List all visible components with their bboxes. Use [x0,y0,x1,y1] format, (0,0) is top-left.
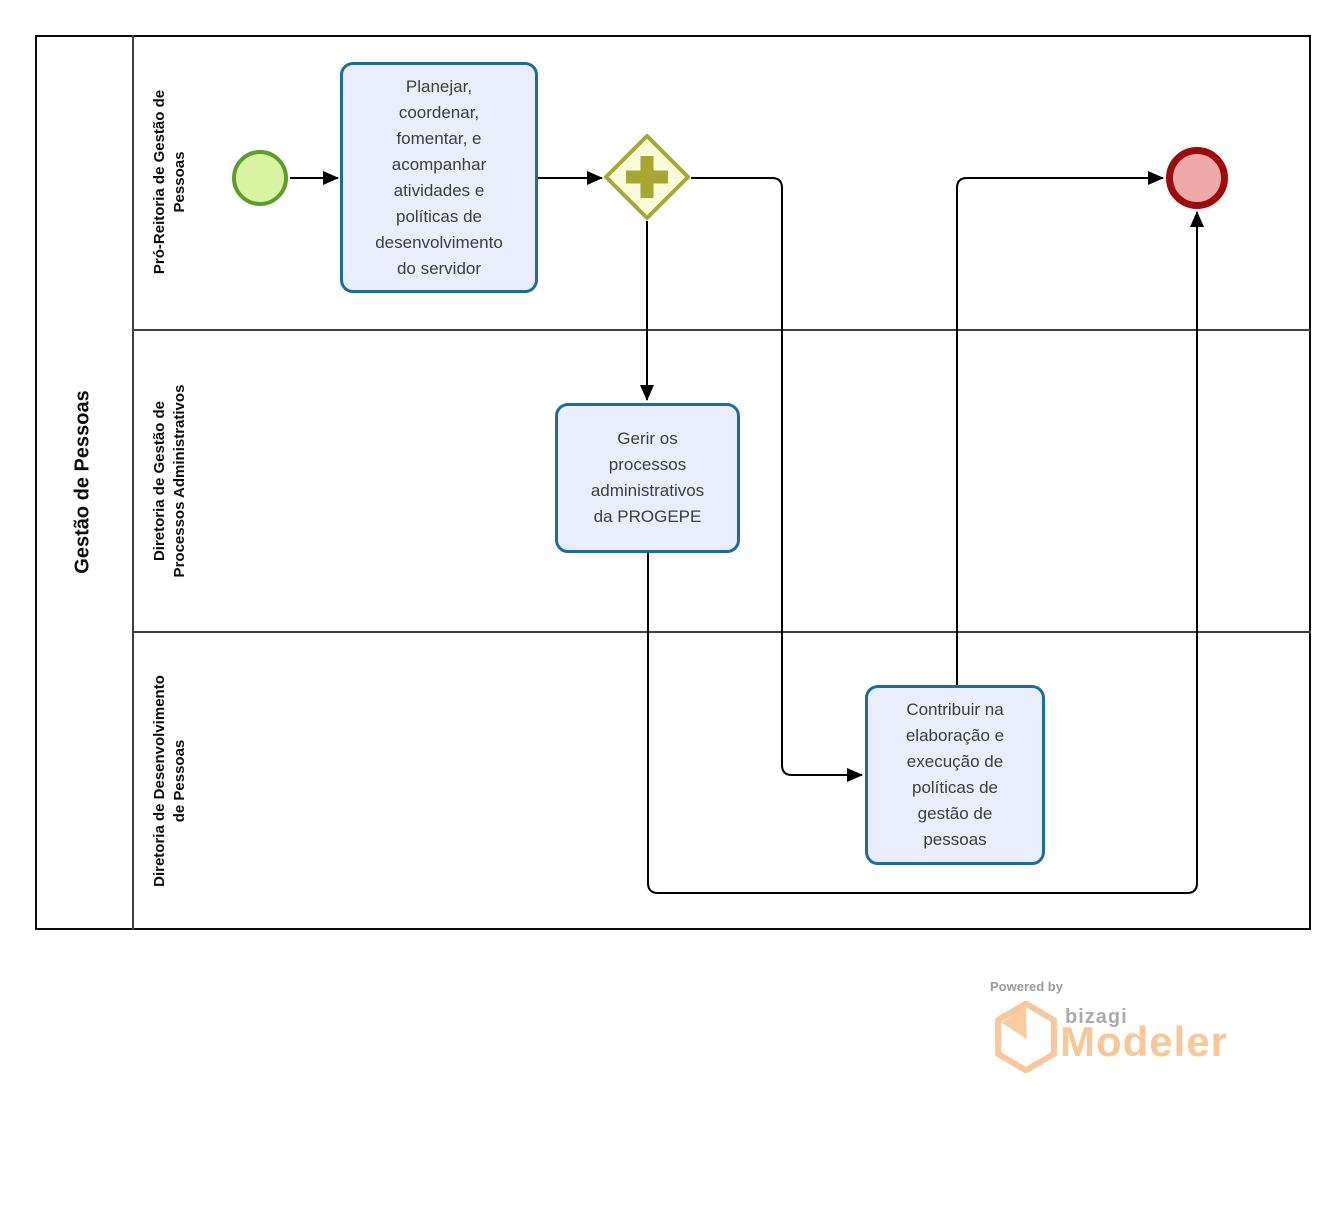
plus-icon [626,156,668,198]
start-event [232,150,288,206]
parallel-gateway [603,133,691,221]
pool-title-divider [132,35,134,930]
end-event [1166,147,1228,209]
lane-divider-1 [132,329,1311,331]
lane-label-diretoria-processos: Diretoria de Gestão de Processos Adminis… [151,384,188,578]
task-gerir-label: Gerir os processos administrativos da PR… [590,429,705,526]
lane-label-pro-reitoria: Pró-Reitoria de Gestão de Pessoas [151,89,188,275]
task-contribuir-label: Contribuir na elaboração e execução de p… [905,700,1005,849]
powered-by-text: Powered by [990,979,1063,994]
bizagi-logo-icon [992,1000,1060,1078]
task-planejar: Planejar, coordenar, fomentar, e acompan… [340,62,538,293]
lane-label-diretoria-desenvolvimento: Diretoria de Desenvolvimento de Pessoas [151,675,188,887]
modeler-wordmark: Modeler [1060,1018,1229,1065]
pool-title: Gestão de Pessoas [71,390,94,574]
lane-divider-2 [132,631,1311,633]
task-gerir: Gerir os processos administrativos da PR… [555,403,740,553]
task-contribuir: Contribuir na elaboração e execução de p… [865,685,1045,865]
task-planejar-label: Planejar, coordenar, fomentar, e acompan… [375,76,503,278]
parallel-gateway-shape [604,134,690,220]
bizagi-wordmark: bizagi [1065,1006,1128,1028]
